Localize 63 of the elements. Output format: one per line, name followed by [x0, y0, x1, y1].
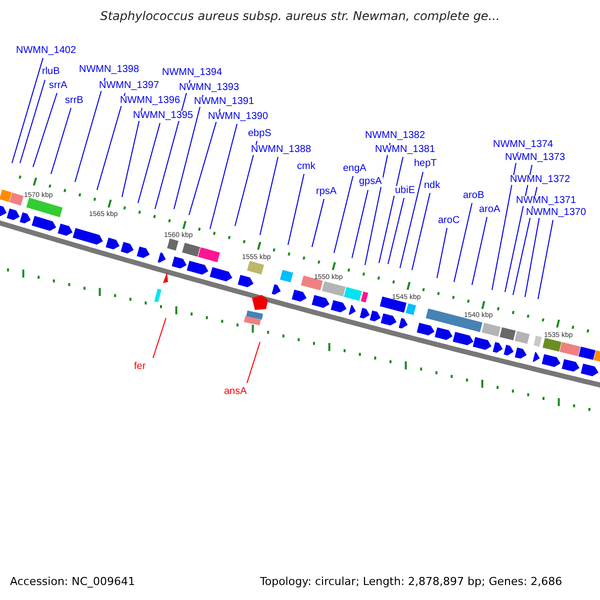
gene-label: NWMN_1397 [98, 81, 160, 91]
leader-line [174, 94, 204, 210]
leader-line [388, 198, 404, 264]
gene-label: ansA [223, 387, 248, 397]
gene-label: NWMN_1374 [492, 140, 554, 150]
leader-line [12, 58, 44, 164]
leader-line [334, 176, 354, 254]
gene-label: NWMN_1393 [178, 83, 240, 93]
gene-label: rpsA [315, 187, 338, 197]
gene-label: engA [342, 164, 368, 174]
gene-label: NWMN_1373 [504, 153, 566, 163]
accession-text: Accession: NC_009641 [10, 576, 136, 587]
leader-line [538, 220, 554, 300]
gene-label: NWMN_1390 [207, 112, 270, 122]
leader-line [138, 122, 160, 204]
gene-label: NWMN_1395 [132, 111, 194, 121]
leader-line [210, 124, 238, 230]
gene-label: gpsA [358, 177, 383, 187]
gene-label: cmk [296, 162, 316, 172]
gene-label: NWMN_1391 [193, 97, 256, 107]
leader-line [152, 318, 166, 358]
leader-line [288, 174, 304, 246]
leader-line [412, 192, 430, 270]
leader-line [352, 190, 368, 258]
leader-line [454, 202, 472, 282]
leader-line [122, 108, 142, 198]
leader-line [260, 156, 278, 236]
gene-label: rluB [41, 67, 61, 77]
gene-label: NWMN_1396 [119, 96, 182, 106]
gene-label: aroA [478, 205, 502, 215]
gene-label: NWMN_1402 [15, 46, 78, 56]
title: Staphylococcus aureus subsp. aureus str. Newman, complete ge... [99, 9, 501, 23]
gene-label: NWMN_1382 [364, 131, 426, 141]
gene-label: srrB [64, 96, 84, 106]
gene-label: aroB [462, 191, 486, 201]
leader-line [20, 80, 46, 164]
leader-line [312, 198, 324, 248]
leader-line [50, 108, 72, 174]
leader-line [246, 342, 260, 384]
gene-label: NWMN_1388 [250, 145, 312, 155]
gene-label: NWMN_1381 [374, 145, 436, 155]
leader-line [400, 172, 424, 268]
gene-label: fer [133, 362, 147, 372]
leader-line [32, 92, 58, 168]
summary-text: Topology: circular; Length: 2,878,897 bp; Genes: 2,686 [260, 576, 562, 587]
gene-label: NWMN_1370 [525, 208, 588, 218]
gene-label: ndk [423, 181, 442, 191]
gene-label: hepT [413, 159, 438, 169]
gene-label: ebpS [247, 129, 272, 139]
leader-line [96, 92, 126, 190]
leader-line [74, 78, 106, 182]
gene-label: NWMN_1371 [515, 196, 578, 206]
leader-line [188, 108, 220, 216]
leader-line [378, 156, 404, 264]
gene-label: srrA [48, 81, 68, 91]
gene-label: NWMN_1398 [78, 65, 140, 75]
leader-line [234, 140, 258, 226]
gene-label: aroC [437, 216, 461, 226]
gene-label: ubiE [394, 186, 416, 196]
leader-line [436, 228, 448, 278]
gene-label: NWMN_1372 [509, 175, 572, 185]
gene-label: NWMN_1394 [161, 68, 224, 78]
leader-line [472, 216, 488, 286]
